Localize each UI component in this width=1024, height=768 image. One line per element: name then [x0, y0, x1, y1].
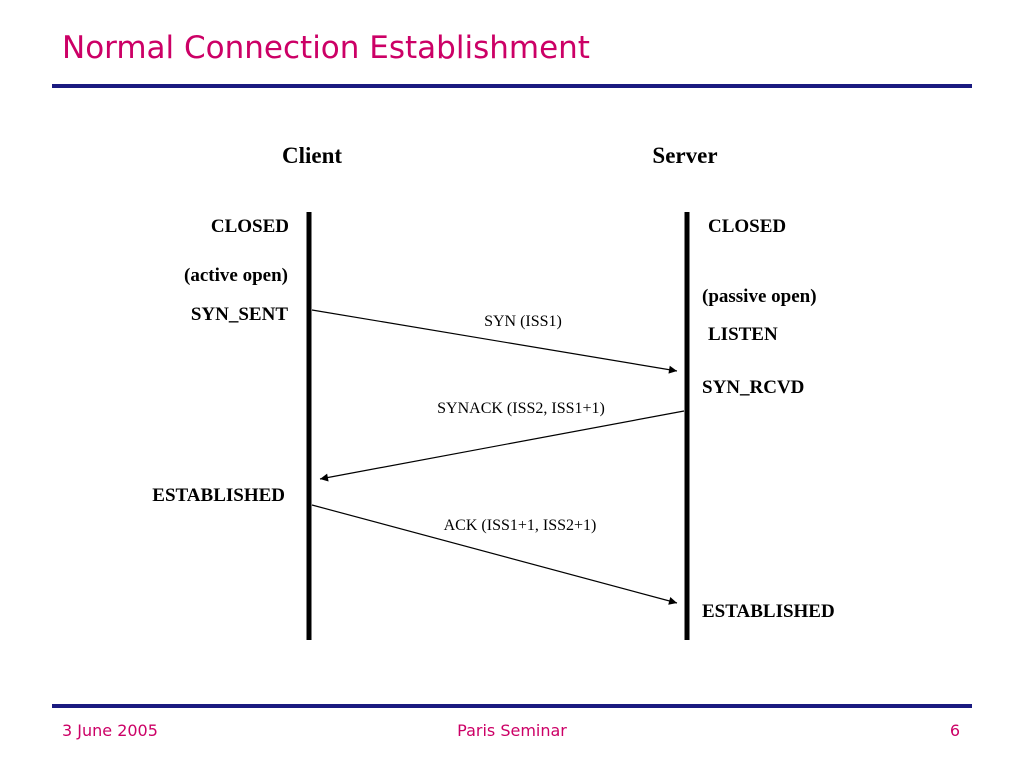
syn-arrow	[311, 309, 678, 374]
footer-date: 3 June 2005	[62, 721, 158, 740]
ack-label: ACK (ISS1+1, ISS2+1)	[444, 517, 597, 534]
client-heading: Client	[282, 143, 342, 168]
syn-label: SYN (ISS1)	[484, 313, 562, 330]
ack-arrow	[311, 504, 678, 605]
client-state-established: ESTABLISHED	[152, 485, 285, 506]
page-number: 6	[949, 721, 960, 740]
server-heading: Server	[652, 143, 717, 168]
footer-event: Paris Seminar	[457, 721, 567, 740]
client-event-active-open: (active open)	[184, 265, 288, 286]
server-state-established: ESTABLISHED	[702, 601, 835, 622]
server-event-passive-open: (passive open)	[702, 286, 817, 307]
server-state-listen: LISTEN	[708, 324, 778, 345]
synack-arrow	[319, 410, 685, 482]
title-divider	[52, 84, 972, 88]
server-state-closed: CLOSED	[708, 216, 786, 237]
client-state-closed: CLOSED	[211, 216, 289, 237]
server-state-syn-rcvd: SYN_RCVD	[702, 377, 804, 398]
client-state-syn-sent: SYN_SENT	[191, 304, 288, 325]
footer-divider	[52, 704, 972, 708]
slide-title: Normal Connection Establishment	[62, 30, 590, 66]
synack-label: SYNACK (ISS2, ISS1+1)	[437, 400, 605, 417]
